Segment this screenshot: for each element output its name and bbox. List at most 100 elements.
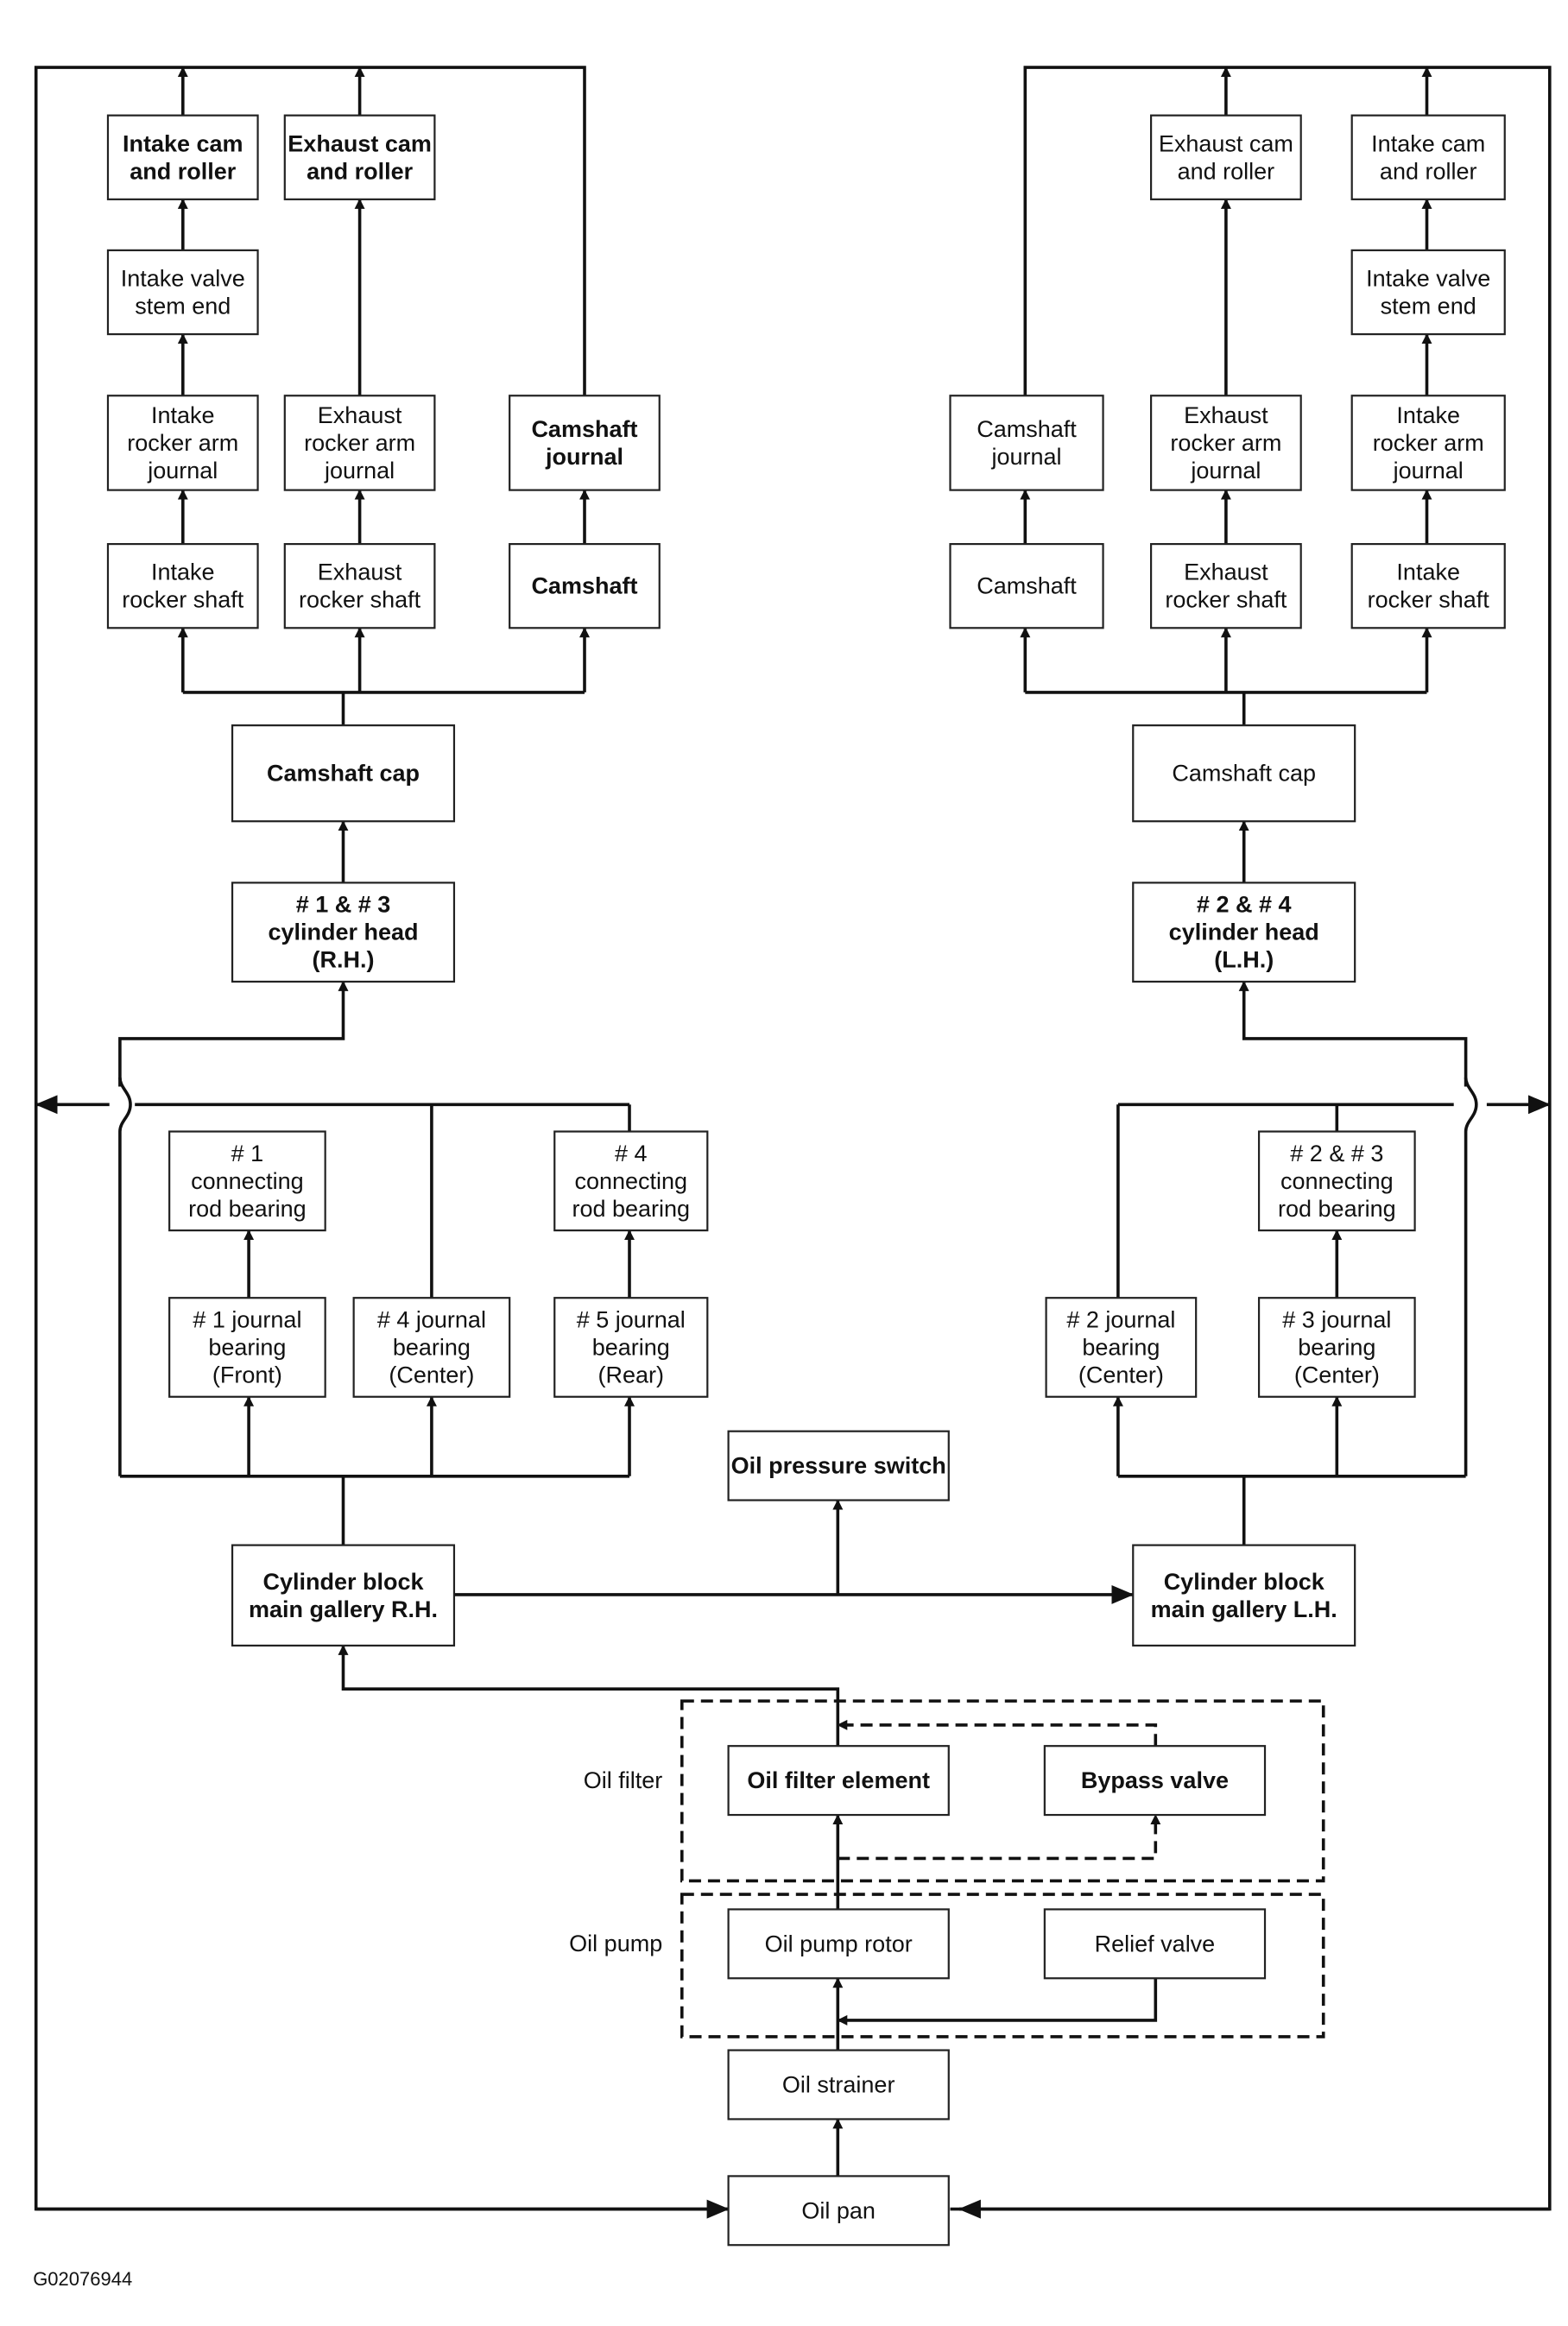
node-rh-camshaft-cap: Camshaft cap bbox=[231, 724, 456, 823]
node-label: # 2 & # 4 bbox=[1197, 892, 1292, 918]
node-label: Cylinder block bbox=[262, 1569, 424, 1595]
node-lh-camshaft-cap: Camshaft cap bbox=[1132, 724, 1356, 823]
node-label: bearing bbox=[1298, 1334, 1375, 1360]
node-box bbox=[553, 1130, 709, 1232]
node-label: rod bearing bbox=[188, 1196, 307, 1222]
node-label: connecting bbox=[191, 1168, 304, 1194]
node-label: Exhaust bbox=[1184, 559, 1268, 585]
group-oil-pump bbox=[680, 1893, 1325, 2038]
node-oil-pan: Oil pan bbox=[727, 2175, 950, 2247]
node-box bbox=[1350, 114, 1506, 200]
flow-line bbox=[1464, 1077, 1478, 1132]
node-box bbox=[949, 542, 1104, 629]
node-label: (R.H.) bbox=[313, 947, 375, 973]
node-label: Camshaft cap bbox=[267, 761, 420, 787]
node-label: Intake bbox=[1396, 559, 1460, 585]
node-label: and roller bbox=[1380, 158, 1477, 184]
node-box bbox=[509, 542, 661, 629]
group-oil-filter bbox=[680, 1699, 1325, 1883]
node-label: Camshaft bbox=[531, 416, 637, 442]
node-oil-filter-element: Oil filter element bbox=[727, 1745, 950, 1817]
node-lh-camshaft: Camshaft bbox=[949, 542, 1104, 629]
node-label: # 4 journal bbox=[377, 1306, 486, 1332]
node-label: rocker arm bbox=[1373, 430, 1484, 456]
flow-line bbox=[118, 1077, 132, 1132]
flow-line bbox=[838, 1814, 1161, 1861]
node-box bbox=[1350, 395, 1506, 491]
node-label: journal bbox=[1190, 458, 1261, 484]
node-rh-camshaft: Camshaft bbox=[509, 542, 661, 629]
node-label: Oil strainer bbox=[782, 2071, 895, 2097]
node-label: Camshaft bbox=[977, 416, 1077, 442]
node-label: # 2 & # 3 bbox=[1290, 1141, 1383, 1166]
node-box bbox=[553, 1297, 709, 1398]
node-box bbox=[509, 395, 661, 491]
node-label: # 1 & # 3 bbox=[296, 892, 391, 918]
node-label: rod bearing bbox=[572, 1196, 690, 1222]
node-label: (Front) bbox=[212, 1362, 282, 1387]
node-box bbox=[106, 114, 259, 200]
node-label: Intake valve bbox=[121, 265, 245, 291]
node-box bbox=[231, 882, 456, 983]
node-box bbox=[283, 542, 436, 629]
node-label: # 4 bbox=[615, 1141, 648, 1166]
node-box bbox=[1045, 1297, 1198, 1398]
node-oil-strainer: Oil strainer bbox=[727, 2049, 950, 2121]
node-label: journal bbox=[324, 458, 395, 484]
flow-line bbox=[118, 980, 349, 1087]
node-label: (Center) bbox=[1078, 1362, 1164, 1387]
node-label: main gallery R.H. bbox=[249, 1596, 438, 1622]
node-label: Oil filter element bbox=[747, 1767, 930, 1793]
node-box bbox=[1350, 249, 1506, 336]
flow-line bbox=[950, 66, 1552, 2211]
node-label: # 1 journal bbox=[193, 1306, 301, 1332]
node-label: cylinder head bbox=[268, 920, 418, 945]
node-box bbox=[1149, 395, 1302, 491]
node-box bbox=[1149, 542, 1302, 629]
node-label: rocker shaft bbox=[122, 587, 244, 613]
node-label: (Rear) bbox=[598, 1362, 665, 1387]
node-box bbox=[727, 2049, 950, 2121]
figure-code: G02076944 bbox=[33, 2268, 132, 2290]
node-box bbox=[352, 1297, 511, 1398]
node-box bbox=[727, 1908, 950, 1980]
node-label: Exhaust cam bbox=[288, 130, 432, 156]
node-box bbox=[727, 2175, 950, 2247]
node-box bbox=[1043, 1745, 1267, 1817]
node-label: rocker shaft bbox=[1165, 587, 1287, 613]
node-label: rocker shaft bbox=[299, 587, 421, 613]
node-box bbox=[283, 114, 436, 200]
node-label: journal bbox=[990, 444, 1061, 470]
node-box bbox=[1257, 1130, 1416, 1232]
node-label: # 5 journal bbox=[577, 1306, 686, 1332]
flow-line bbox=[1238, 980, 1468, 1087]
node-label: Intake cam bbox=[123, 130, 243, 156]
node-label: Relief valve bbox=[1095, 1931, 1216, 1956]
node-box bbox=[1132, 1544, 1356, 1647]
node-oil-pressure-switch: Oil pressure switch bbox=[727, 1430, 950, 1501]
node-box bbox=[727, 1745, 950, 1817]
node-label: # 2 journal bbox=[1066, 1306, 1175, 1332]
node-box bbox=[106, 249, 259, 336]
node-label: and roller bbox=[130, 158, 237, 184]
node-label: bearing bbox=[592, 1334, 670, 1360]
node-label: Bypass valve bbox=[1081, 1767, 1229, 1793]
node-label: and roller bbox=[307, 158, 414, 184]
node-box bbox=[106, 395, 259, 491]
node-bypass-valve: Bypass valve bbox=[1043, 1745, 1267, 1817]
node-label: Intake bbox=[1396, 402, 1460, 428]
node-label: bearing bbox=[1082, 1334, 1160, 1360]
